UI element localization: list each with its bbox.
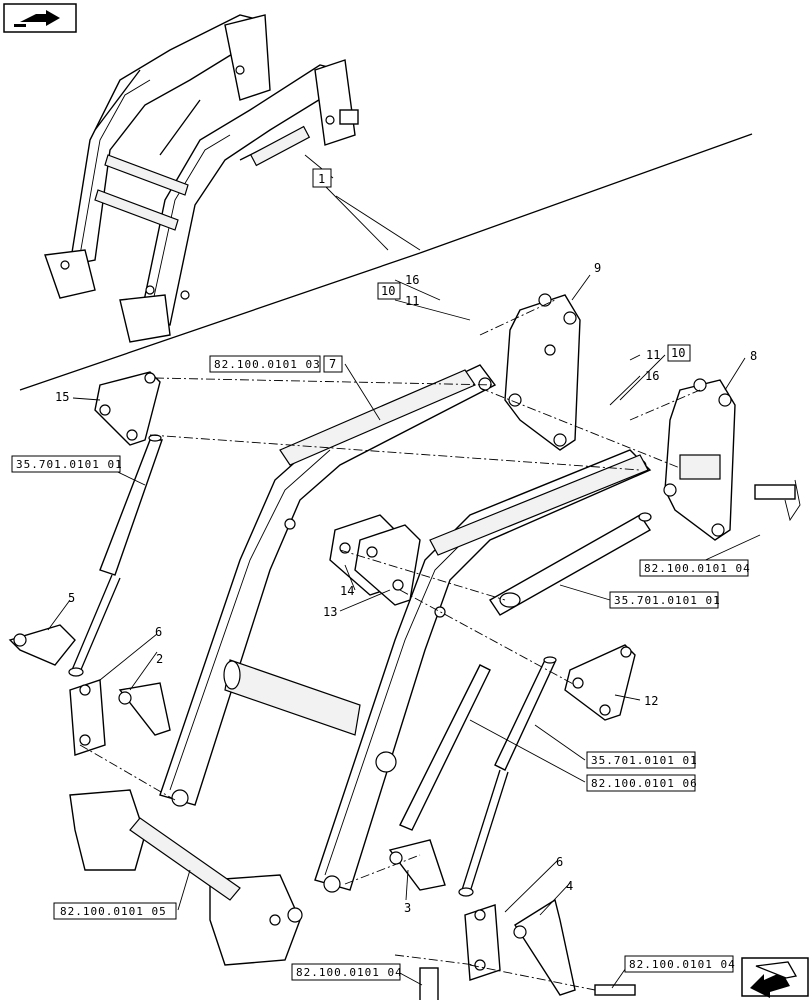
item-label-16a: 16 <box>405 273 419 287</box>
hydraulic-cylinders <box>68 434 652 897</box>
item-label-16b: 16 <box>645 369 659 383</box>
item-label-13: 13 <box>323 605 337 619</box>
item-1-box <box>312 168 332 188</box>
mounting-frame <box>69 789 303 966</box>
item-10a-box <box>377 282 401 300</box>
ref-text-1: 82.100.0101 03 <box>214 358 321 371</box>
leader-lines <box>47 154 761 989</box>
ref-box-5[interactable]: 35.701.0101 01 <box>586 751 698 769</box>
item-label-2: 2 <box>156 652 163 666</box>
item-label-11a: 11 <box>405 294 419 308</box>
previous-page-icon[interactable] <box>3 3 77 33</box>
item-label-10a: 10 <box>381 284 395 298</box>
item-label-7: 7 <box>329 357 336 371</box>
ref-text-7: 82.100.0101 05 <box>60 905 167 918</box>
ref-box-6[interactable]: 82.100.0101 06 <box>586 774 698 792</box>
item-label-3: 3 <box>404 901 411 915</box>
item-label-14: 14 <box>340 584 354 598</box>
item-label-1: 1 <box>318 172 325 186</box>
item-labels: 1 2 3 4 5 6 6 7 8 9 10 10 11 11 12 13 14… <box>55 168 757 915</box>
item-7-box <box>323 355 343 373</box>
ref-text-6: 82.100.0101 06 <box>591 777 698 790</box>
item-label-15: 15 <box>55 390 69 404</box>
item-10b-box <box>667 344 691 362</box>
alignment-lines <box>79 299 701 991</box>
reference-boxes: 82.100.0101 03 35.701.0101 01 82.100.010… <box>11 355 751 981</box>
next-page-icon[interactable] <box>741 957 809 998</box>
upright-bracket-right-9 <box>504 293 581 451</box>
ref-text-9: 82.100.0101 04 <box>629 958 736 971</box>
ref-text-2: 35.701.0101 01 <box>16 458 123 471</box>
ref-box-7[interactable]: 82.100.0101 05 <box>53 902 177 920</box>
item-label-5: 5 <box>68 591 75 605</box>
item-label-6a: 6 <box>155 625 162 639</box>
loader-frame-main <box>159 364 652 893</box>
ref-box-3[interactable]: 82.100.0101 04 <box>639 559 751 577</box>
section-divider <box>19 133 753 391</box>
item-label-12: 12 <box>644 694 658 708</box>
ref-text-4: 35.701.0101 01 <box>614 594 721 607</box>
item-label-9: 9 <box>594 261 601 275</box>
loader-assembly-overview <box>44 14 359 343</box>
item-label-8: 8 <box>750 349 757 363</box>
ref-box-4[interactable]: 35.701.0101 01 <box>609 591 721 609</box>
ref-box-1[interactable]: 82.100.0101 03 <box>209 355 321 373</box>
ref-box-2[interactable]: 35.701.0101 01 <box>11 455 123 473</box>
ref-text-3: 82.100.0101 04 <box>644 562 751 575</box>
lower-links <box>8 624 636 1000</box>
ref-box-9[interactable]: 82.100.0101 04 <box>624 955 736 973</box>
ref-text-5: 35.701.0101 01 <box>591 754 698 767</box>
upright-bracket-left-8 <box>663 378 801 541</box>
ref-text-8: 82.100.0101 04 <box>296 966 403 979</box>
item-label-4: 4 <box>566 879 573 893</box>
item-label-11b: 11 <box>646 348 660 362</box>
link-plates <box>94 371 636 721</box>
item-label-6b: 6 <box>556 855 563 869</box>
item-label-10b: 10 <box>671 346 685 360</box>
ref-box-8[interactable]: 82.100.0101 04 <box>291 963 403 981</box>
